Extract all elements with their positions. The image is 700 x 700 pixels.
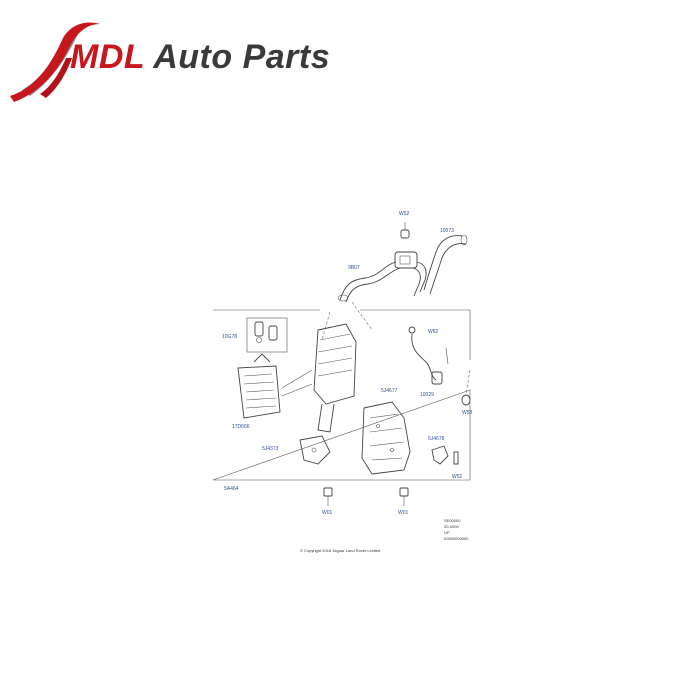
callout-sensor: 10029 <box>420 392 434 398</box>
brand-name-accent: MDL <box>70 38 145 76</box>
bottom-bolt-right-part <box>399 487 409 506</box>
callout-top-bolt: W52 <box>399 211 410 217</box>
lower-bracket-part <box>299 435 331 465</box>
kit-box-part <box>246 317 288 353</box>
stamp-line-2: 00-0000 <box>444 524 459 529</box>
canister-part <box>313 323 357 433</box>
callout-bottom-bolt-left: W01 <box>322 510 333 516</box>
housing-part <box>237 353 281 419</box>
stamp-line-1: SE00000 <box>444 518 461 523</box>
stamp-line-4: 00000000000 <box>444 536 469 541</box>
callout-hose-right: 10073 <box>440 228 454 234</box>
callout-housing: 17D666 <box>232 424 250 430</box>
copyright-notice: © Copyright 2016 Jaguar Land Rover Limit… <box>300 548 380 553</box>
top-bolt-part <box>400 222 410 239</box>
callout-rh-fastener: W53 <box>462 410 473 416</box>
callout-bracket-nut: W62 <box>428 329 439 335</box>
callout-clip: W52 <box>452 474 463 480</box>
callout-kit: 10G78 <box>222 334 237 340</box>
stamp-line-3: UP <box>444 530 450 535</box>
callout-small-bracket: 5J4678 <box>428 436 445 442</box>
sensor-part <box>408 326 449 385</box>
heat-shield-part <box>361 401 411 475</box>
right-hose-part <box>423 234 468 295</box>
assembly-frame <box>212 309 471 481</box>
callout-heat-shield: 5J4677 <box>381 388 398 394</box>
callout-lower-bracket: 5J4373 <box>262 446 279 452</box>
brand-name[interactable]: MDL Auto Parts <box>70 38 330 77</box>
reference-stamp: SE00000 00-0000 UP 00000000000 <box>444 518 469 541</box>
callout-frame: 5A464 <box>224 486 239 492</box>
rh-fastener-part <box>461 369 471 406</box>
left-hose-part <box>337 251 427 303</box>
bottom-bolt-left-part <box>323 487 333 506</box>
brand-logo-swoosh-icon <box>10 22 100 102</box>
brand-name-rest: Auto Parts <box>144 38 331 76</box>
small-bracket-part <box>431 445 459 465</box>
callout-hose-left: 9B07 <box>348 265 360 271</box>
callout-bottom-bolt-right: W01 <box>398 510 409 516</box>
